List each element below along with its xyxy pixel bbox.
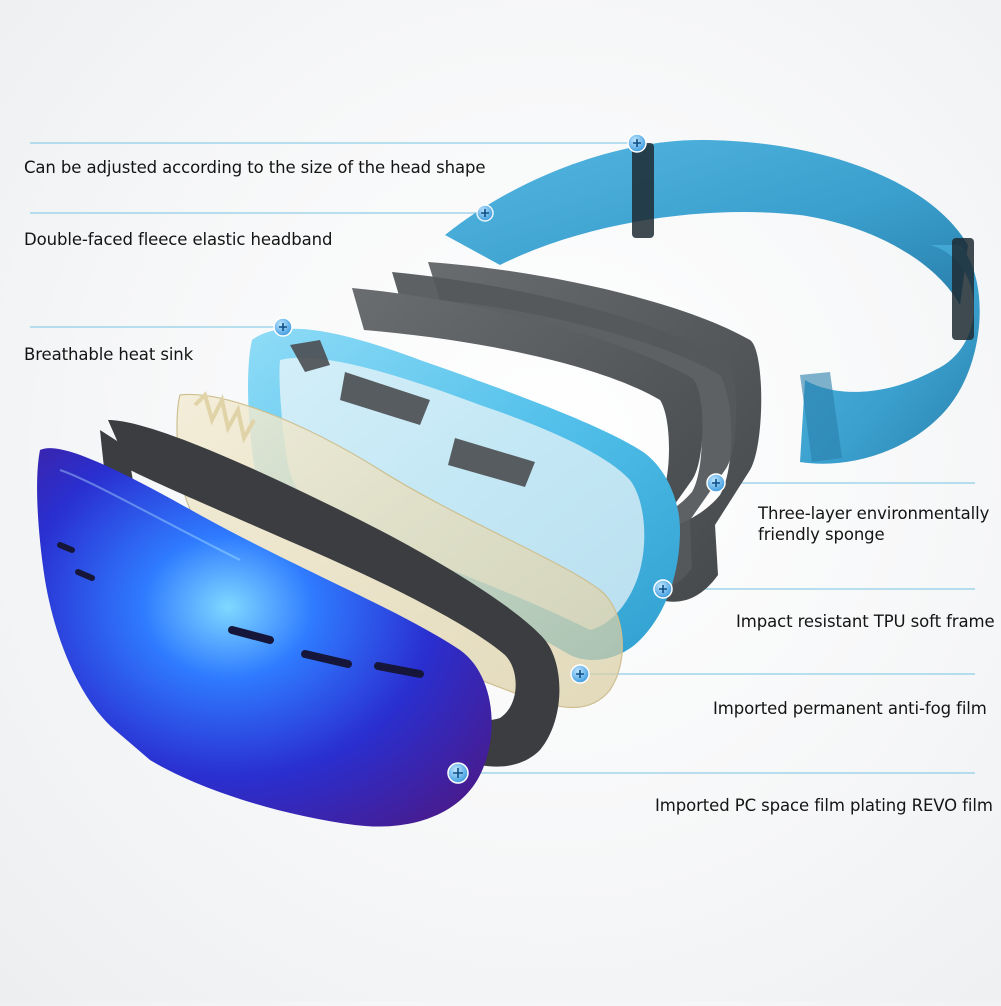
marker-pcfilm-icon [447,762,469,784]
marker-adjust-icon [627,133,647,153]
marker-sponge-icon [706,473,726,493]
marker-headband-icon [476,204,494,222]
marker-heatsink-icon [273,317,293,337]
callout-lines [30,142,975,774]
label-heatsink: Breathable heat sink [24,345,194,364]
marker-tpu-icon [653,579,673,599]
label-headband: Double-faced fleece elastic headband [24,230,333,249]
headband-strap [445,140,980,464]
label-adjust: Can be adjusted according to the size of… [24,158,486,177]
label-tpu: Impact resistant TPU soft frame [736,612,995,631]
sponge-layers [352,262,762,602]
label-sponge: Three-layer environmentally friendly spo… [758,504,990,544]
label-pcfilm: Imported PC space film plating REVO film [655,796,993,815]
revo-lens [37,448,492,827]
marker-antifog-icon [570,664,590,684]
callout-markers [273,133,726,784]
label-antifog: Imported permanent anti-fog film [713,699,987,718]
